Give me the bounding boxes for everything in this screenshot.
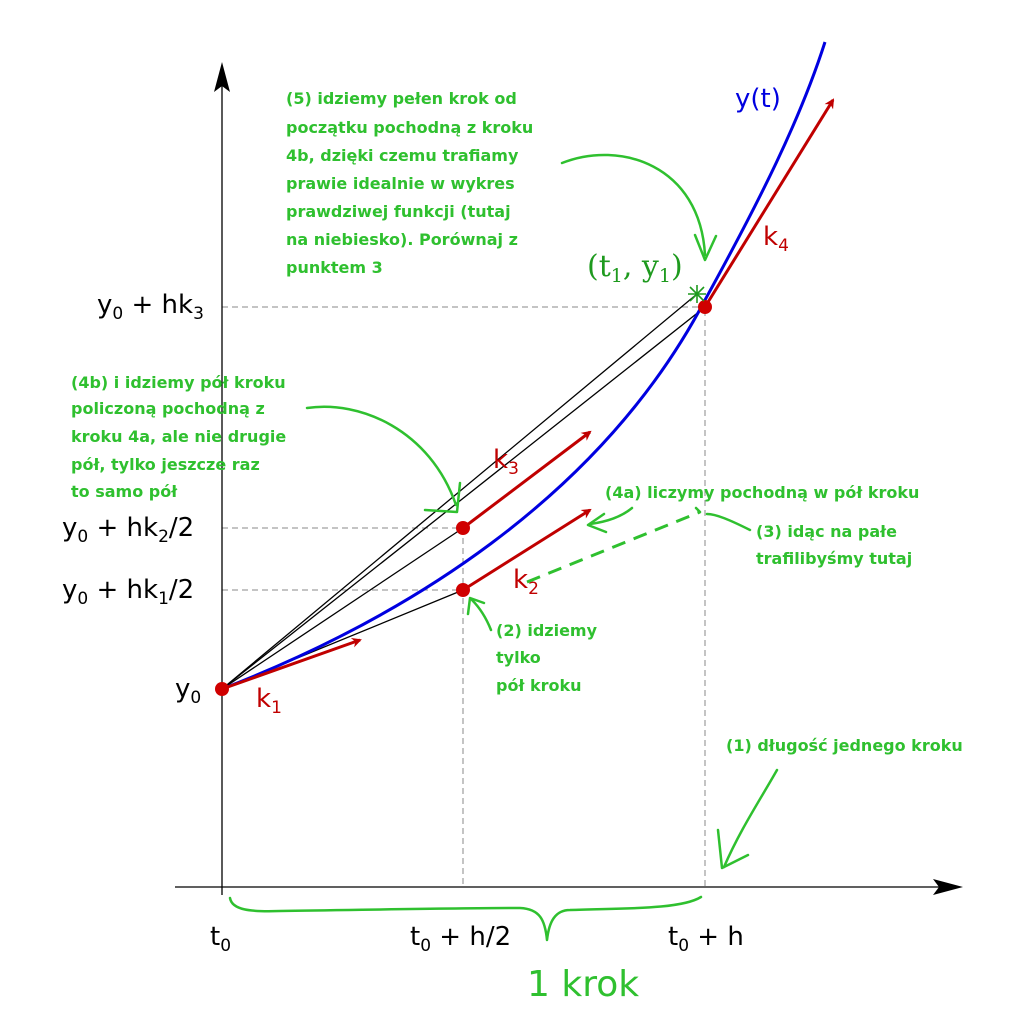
star-icon [688,285,706,303]
note-step-4b: (4b) i idziemy pół kroku policzoną pocho… [71,373,292,501]
t-tick-t0-half: t0 + h/2 [410,922,511,956]
slope-label-k4: k4 [763,222,789,256]
true-solution-curve [221,41,827,691]
t-tick-t0-h: t0 + h [668,922,744,956]
arrow-note4a-head [586,512,608,534]
t-tick-t0: t0 [210,922,231,956]
arrow-note4b [305,405,458,507]
arrow-note3 [705,512,752,532]
arrow-note1 [722,768,779,869]
slope-k4-arrow [703,98,835,308]
x-axis-arrow [933,879,963,895]
y-tick-y0: y0 [175,674,201,708]
note-step-4a: (4a) liczymy pochodną w pół kroku [605,483,919,502]
point-half-k1 [456,583,470,597]
slope-k3-arrow [462,430,592,530]
curve-label: y(t) [735,84,781,114]
slope-k2-arrow [462,508,592,592]
note-step-3: (3) idąc na pałe trafilibyśmy tutaj [756,522,912,568]
note-step-1: (1) długość jednego kroku [726,736,963,755]
arrow-note5-head [693,233,718,262]
arrow-note1-head [716,828,750,870]
dashed-euler-path [526,510,701,584]
y-tick-y0-hk1: y0 + hk1/2 [62,575,194,609]
arrow-note4b-head [423,481,462,514]
point-full-k3 [698,300,712,314]
arrow-note4a [588,506,634,526]
note-step-5: (5) idziemy pełen krok od początku pocho… [286,89,539,277]
note-step-2: (2) idziemy tylko pół kroku [496,621,603,695]
slope-k1-arrow [221,637,362,691]
slope-label-k2: k2 [513,565,539,599]
arrow-note5 [560,153,707,257]
point-t1-y1-label: (t1, y1) [587,249,683,287]
line-to-k2-point [221,527,464,690]
arrow-note2-head [466,596,486,616]
dashed-euler-path-end [694,506,702,514]
step-brace-label: 1 krok [527,964,639,1005]
arrow-note2 [470,598,493,632]
line-full-step-b [221,306,706,690]
y-tick-y0-hk3: y0 + hk3 [97,290,204,324]
slope-label-k3: k3 [493,445,519,479]
step-brace [228,895,703,942]
y-tick-y0-hk2: y0 + hk2/2 [62,513,194,547]
point-half-k2 [456,521,470,535]
y-axis-arrow [214,62,230,92]
point-y0 [215,682,229,696]
slope-label-k1: k1 [256,684,282,718]
